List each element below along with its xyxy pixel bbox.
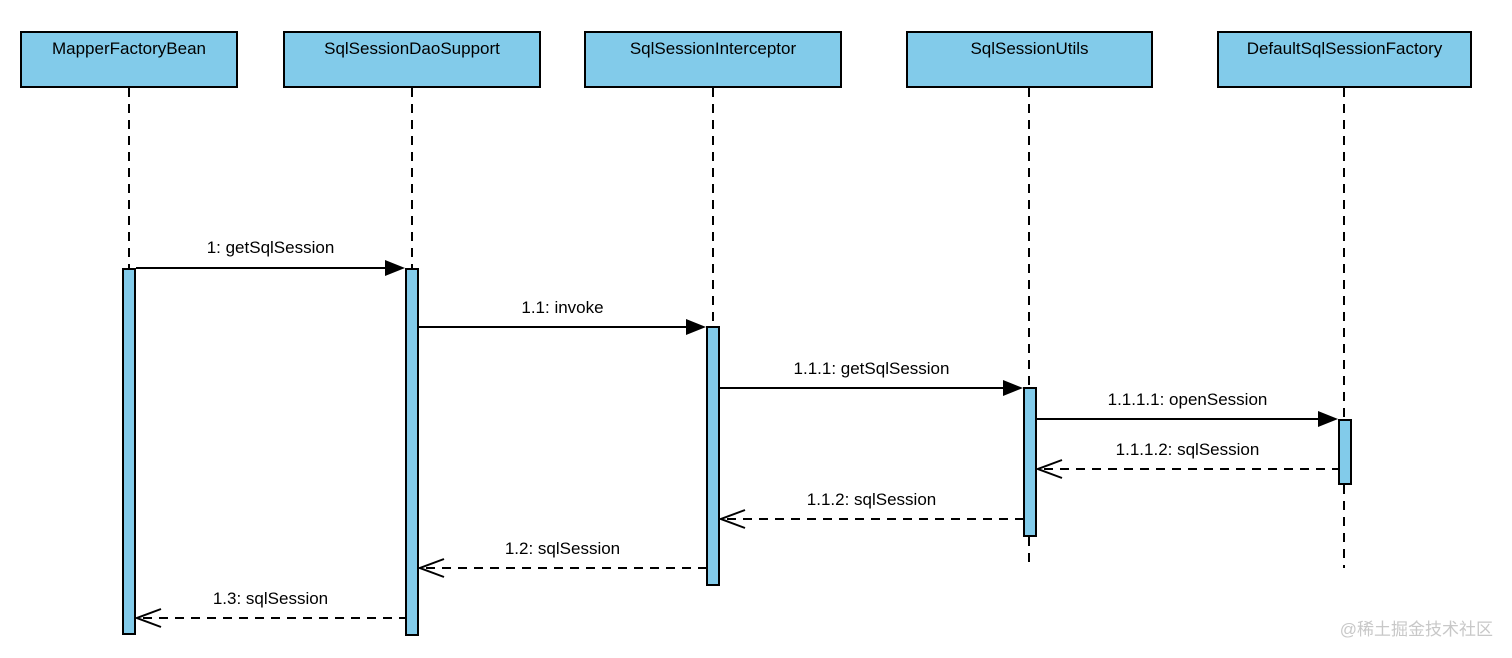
filled-arrowhead-icon	[385, 260, 405, 276]
message-label: 1.3: sqlSession	[212, 589, 329, 608]
message-line	[143, 617, 405, 619]
filled-arrowhead-icon	[1003, 380, 1023, 396]
lifeline-sqlsessionutils	[1028, 88, 1030, 387]
watermark: @稀土掘金技术社区	[1339, 620, 1493, 639]
lifeline-sqlsessionutils-lower	[1028, 537, 1030, 568]
open-arrowhead-icon	[419, 558, 445, 578]
message-line	[1044, 468, 1338, 470]
open-arrowhead-icon	[1037, 459, 1063, 479]
lifeline-defaultsqlsessionfactory-lower	[1343, 485, 1345, 568]
participant-defaultsqlsessionfactory: DefaultSqlSessionFactory	[1217, 31, 1472, 88]
participant-sqlsessioninterceptor: SqlSessionInterceptor	[584, 31, 842, 88]
message-label: 1.1.2: sqlSession	[806, 490, 937, 509]
message-label: 1.2: sqlSession	[504, 539, 621, 558]
open-arrowhead-icon	[720, 509, 746, 529]
message-label: 1.1.1.1: openSession	[1107, 390, 1268, 409]
activation-sqlsessiondaosupport	[405, 268, 419, 636]
participant-label: MapperFactoryBean	[51, 39, 207, 58]
participant-label: SqlSessionInterceptor	[629, 39, 797, 58]
participant-label: SqlSessionUtils	[970, 39, 1089, 58]
open-arrowhead-icon	[136, 608, 162, 628]
lifeline-sqlsessioninterceptor	[712, 88, 714, 326]
message-line	[136, 267, 386, 269]
participant-label: SqlSessionDaoSupport	[324, 39, 500, 58]
participant-sqlsessionutils: SqlSessionUtils	[906, 31, 1153, 88]
message-label: 1.1.1.2: sqlSession	[1115, 440, 1260, 459]
message-line	[419, 326, 687, 328]
lifeline-mapperfactorybean	[128, 88, 130, 268]
message-label: 1.1: invoke	[521, 298, 604, 317]
activation-defaultsqlsessionfactory	[1338, 419, 1352, 485]
activation-sqlsessionutils	[1023, 387, 1037, 537]
activation-sqlsessioninterceptor	[706, 326, 720, 586]
filled-arrowhead-icon	[686, 319, 706, 335]
message-label: 1: getSqlSession	[206, 238, 335, 257]
message-line	[426, 567, 706, 569]
message-label: 1.1.1: getSqlSession	[793, 359, 950, 378]
message-line	[720, 387, 1004, 389]
message-line	[1037, 418, 1319, 420]
lifeline-sqlsessiondaosupport	[411, 88, 413, 268]
participant-mapperfactorybean: MapperFactoryBean	[20, 31, 238, 88]
filled-arrowhead-icon	[1318, 411, 1338, 427]
participant-sqlsessiondaosupport: SqlSessionDaoSupport	[283, 31, 541, 88]
participant-label: DefaultSqlSessionFactory	[1246, 39, 1443, 58]
lifeline-defaultsqlsessionfactory	[1343, 88, 1345, 419]
message-line	[727, 518, 1023, 520]
activation-mapperfactorybean	[122, 268, 136, 635]
